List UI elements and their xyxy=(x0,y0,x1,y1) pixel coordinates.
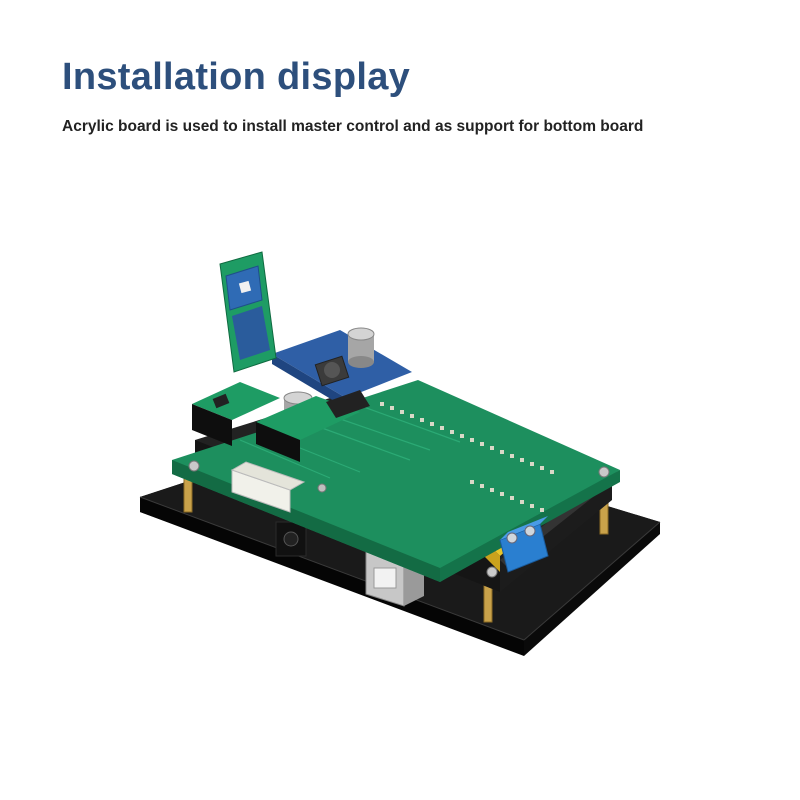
buck-converter-module xyxy=(272,330,412,408)
driver-module xyxy=(256,390,370,462)
jst-connector xyxy=(230,461,306,513)
page-subtitle: Acrylic board is used to install master … xyxy=(62,118,644,135)
page-title: Installation display xyxy=(62,56,411,98)
capacitor-right xyxy=(347,327,375,368)
screw-terminal xyxy=(499,516,549,573)
sensor-module xyxy=(192,382,280,446)
power-jack xyxy=(275,521,307,557)
bluetooth-module xyxy=(219,251,277,373)
